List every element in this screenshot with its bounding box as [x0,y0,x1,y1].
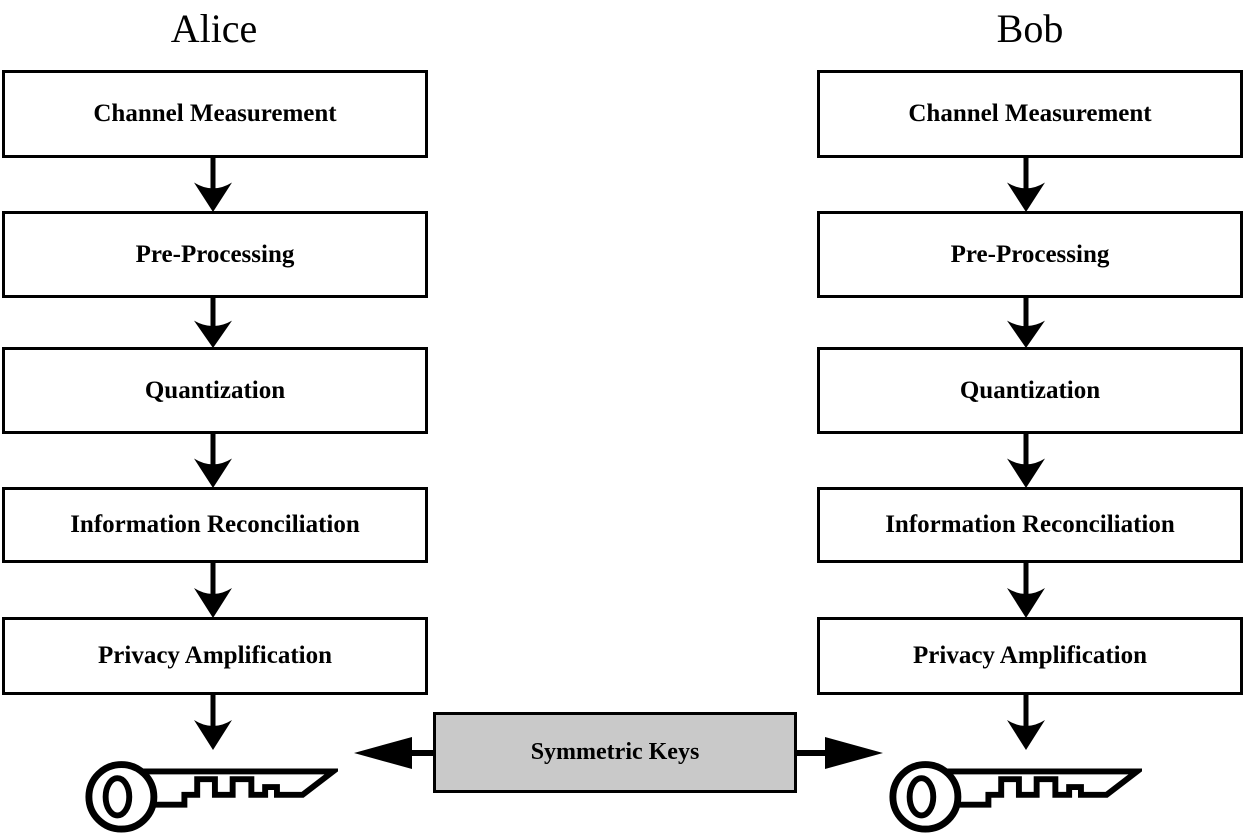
bob-box-pre-processing: Pre-Processing [817,211,1243,298]
alice-box-pre-processing: Pre-Processing [2,211,428,298]
arrow-right-icon [796,737,883,769]
arrow-down-icon [1007,562,1045,618]
bob-box-information-reconciliation: Information Reconciliation [817,487,1243,563]
bob-box-privacy-amplification: Privacy Amplification [817,617,1243,695]
arrow-down-icon [194,694,232,750]
bob-box-quantization: Quantization [817,347,1243,434]
alice-box-quantization: Quantization [2,347,428,434]
key-icon [889,761,1142,833]
symmetric-keys-box: Symmetric Keys [433,712,797,793]
alice-box-information-reconciliation: Information Reconciliation [2,487,428,563]
arrow-down-icon [1007,157,1045,212]
alice-box-channel-measurement: Channel Measurement [2,70,428,158]
alice-title: Alice [170,5,258,51]
arrow-down-icon [1007,694,1045,750]
arrow-down-icon [194,157,232,212]
arrow-down-icon [194,433,232,488]
key-icon [85,761,338,833]
alice-box-privacy-amplification: Privacy Amplification [2,617,428,695]
bob-box-channel-measurement: Channel Measurement [817,70,1243,158]
arrow-down-icon [1007,433,1045,488]
arrow-down-icon [1007,297,1045,348]
arrow-down-icon [194,562,232,618]
bob-title: Bob [996,5,1064,51]
arrow-left-icon [354,737,434,769]
arrow-down-icon [194,297,232,348]
